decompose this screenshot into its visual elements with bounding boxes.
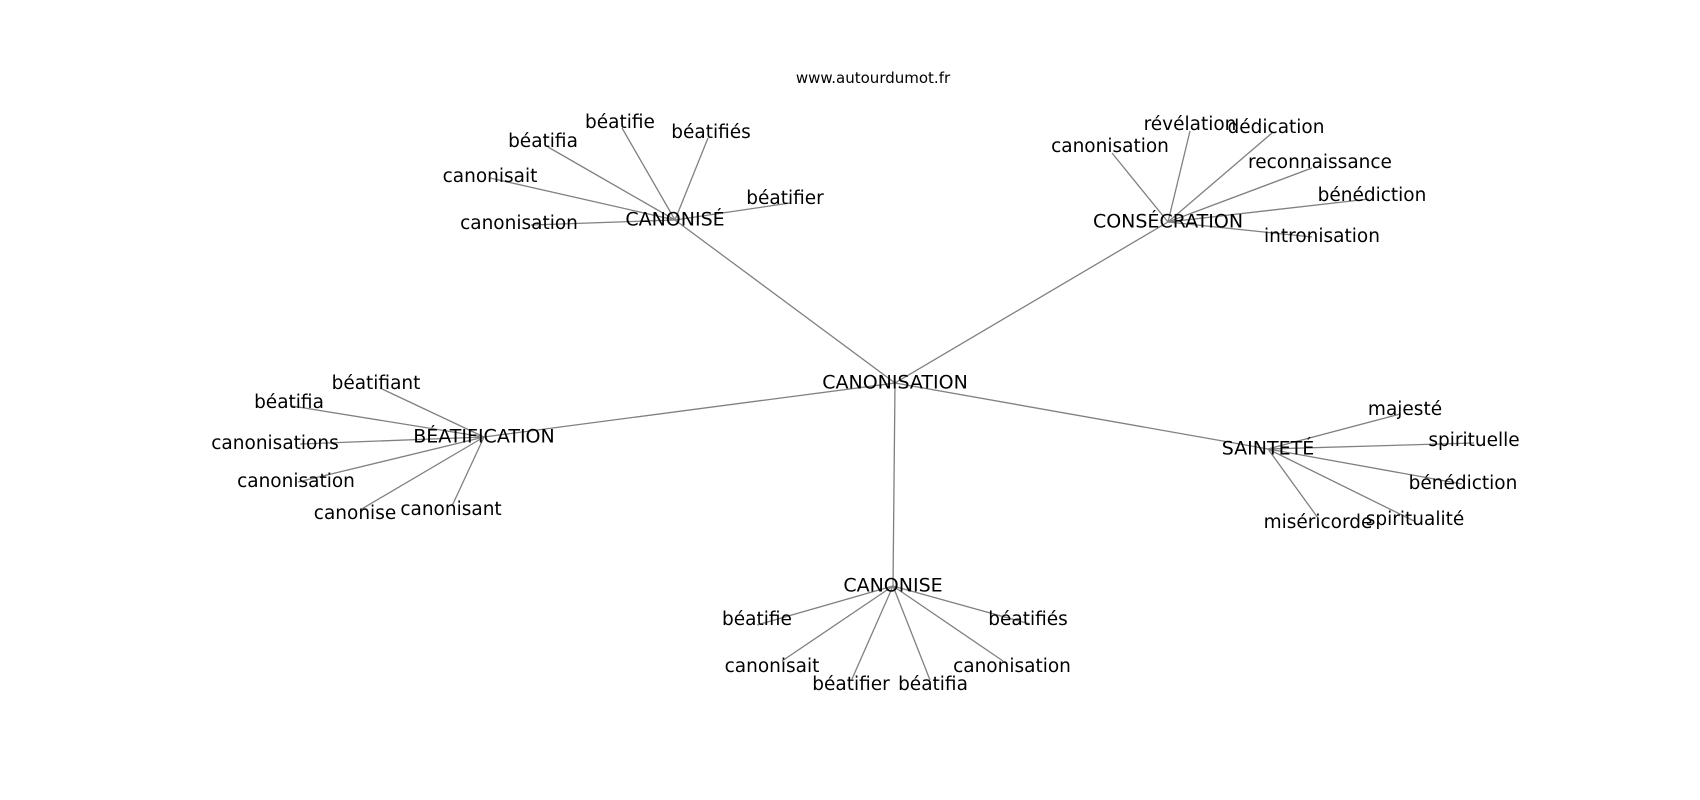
edge-canonise_accent-leaf — [489, 177, 676, 221]
leaf-node-label[interactable]: bénédiction — [1318, 185, 1427, 206]
edge-center-canonise_accent — [674, 219, 896, 384]
edge-canonise-leaf — [781, 585, 894, 662]
leaf-node-label[interactable]: spiritualité — [1366, 509, 1465, 530]
leaf-node-label[interactable]: béatifia — [898, 674, 968, 695]
hub-node-canonise_accent[interactable]: CANONISÉ — [625, 208, 724, 231]
edge-canonise-leaf — [756, 585, 894, 626]
graph-edges — [291, 127, 1475, 681]
edge-consecration-leaf — [1167, 198, 1370, 223]
edge-canonise_accent-leaf — [547, 146, 676, 221]
leaf-node-label[interactable]: canonisait — [443, 166, 538, 187]
site-url[interactable]: www.autourdumot.fr — [796, 69, 951, 87]
edge-consecration-leaf — [1167, 167, 1313, 223]
hub-node-canonise[interactable]: CANONISE — [843, 575, 942, 597]
edge-canonise_accent-leaf — [674, 137, 709, 221]
leaf-node-label[interactable]: dédication — [1228, 117, 1325, 138]
leaf-node-label[interactable]: canonisation — [460, 213, 578, 234]
hub-node-saintete[interactable]: SAINTETÉ — [1222, 437, 1314, 460]
leaf-node-label[interactable]: béatifia — [254, 392, 324, 413]
leaf-node-label[interactable]: béatifier — [746, 188, 824, 209]
leaf-node-label[interactable]: béatifia — [508, 131, 578, 152]
edge-beatification-leaf — [451, 436, 485, 507]
edge-beatification-leaf — [359, 436, 485, 511]
graph-labels: CANONISATION CANONISÉ béatifie béatifiés béa… — [211, 112, 1519, 695]
leaf-node-label[interactable]: béatifiés — [671, 122, 751, 143]
edge-canonise-leaf — [892, 585, 1031, 625]
edge-saintete-leaf — [1267, 442, 1475, 450]
edge-beatification-leaf — [291, 405, 485, 438]
leaf-node-label[interactable]: canonisant — [400, 499, 501, 520]
leaf-node-label[interactable]: béatifiés — [988, 609, 1068, 630]
edge-saintete-leaf — [1267, 448, 1415, 522]
edge-center-saintete — [894, 382, 1269, 450]
edge-canonise-leaf — [892, 585, 931, 681]
edge-consecration-leaf — [1111, 152, 1169, 223]
hub-node-beatification[interactable]: BÉATIFICATION — [413, 425, 554, 448]
leaf-node-label[interactable]: canonisait — [725, 656, 820, 677]
edge-consecration-leaf — [1167, 221, 1313, 238]
edge-canonise_accent-leaf — [674, 202, 791, 221]
edge-canonise_accent-leaf — [530, 219, 676, 226]
edge-saintete-leaf — [1267, 448, 1463, 485]
leaf-node-label[interactable]: canonise — [314, 503, 396, 524]
leaf-node-label[interactable]: béatifier — [812, 674, 890, 695]
leaf-node-label[interactable]: miséricorde — [1264, 512, 1373, 533]
edge-beatification-leaf — [299, 436, 485, 445]
hub-node-consecration[interactable]: CONSÉCRATION — [1093, 210, 1243, 233]
leaf-node-label[interactable]: révélation — [1144, 114, 1237, 135]
leaf-node-label[interactable]: béatifie — [585, 112, 655, 133]
leaf-node-label[interactable]: spirituelle — [1428, 430, 1519, 451]
edge-center-beatification — [483, 382, 896, 438]
edge-consecration-leaf — [1167, 132, 1273, 223]
edge-saintete-leaf — [1267, 448, 1319, 519]
leaf-node-label[interactable]: canonisation — [1051, 136, 1169, 157]
edge-canonise_accent-leaf — [621, 127, 676, 221]
edge-canonise-leaf — [851, 585, 894, 680]
edge-saintete-leaf — [1267, 413, 1401, 450]
edge-beatification-leaf — [297, 436, 485, 483]
edge-canonise-leaf — [892, 585, 1004, 662]
leaf-node-label[interactable]: canonisations — [211, 433, 338, 454]
edge-center-canonise — [892, 382, 896, 587]
edge-center-consecration — [894, 221, 1169, 384]
leaf-node-label[interactable]: béatifiant — [332, 373, 421, 394]
leaf-node-label[interactable]: bénédiction — [1409, 473, 1518, 494]
edge-beatification-leaf — [379, 387, 485, 438]
leaf-node-label[interactable]: reconnaissance — [1248, 152, 1392, 173]
leaf-node-label[interactable]: béatifie — [722, 609, 792, 630]
edge-consecration-leaf — [1167, 130, 1191, 223]
leaf-node-label[interactable]: majesté — [1368, 399, 1442, 420]
center-node-label[interactable]: CANONISATION — [822, 372, 968, 394]
leaf-node-label[interactable]: canonisation — [237, 471, 355, 492]
leaf-node-label[interactable]: intronisation — [1264, 226, 1380, 247]
leaf-node-label[interactable]: canonisation — [953, 656, 1071, 677]
